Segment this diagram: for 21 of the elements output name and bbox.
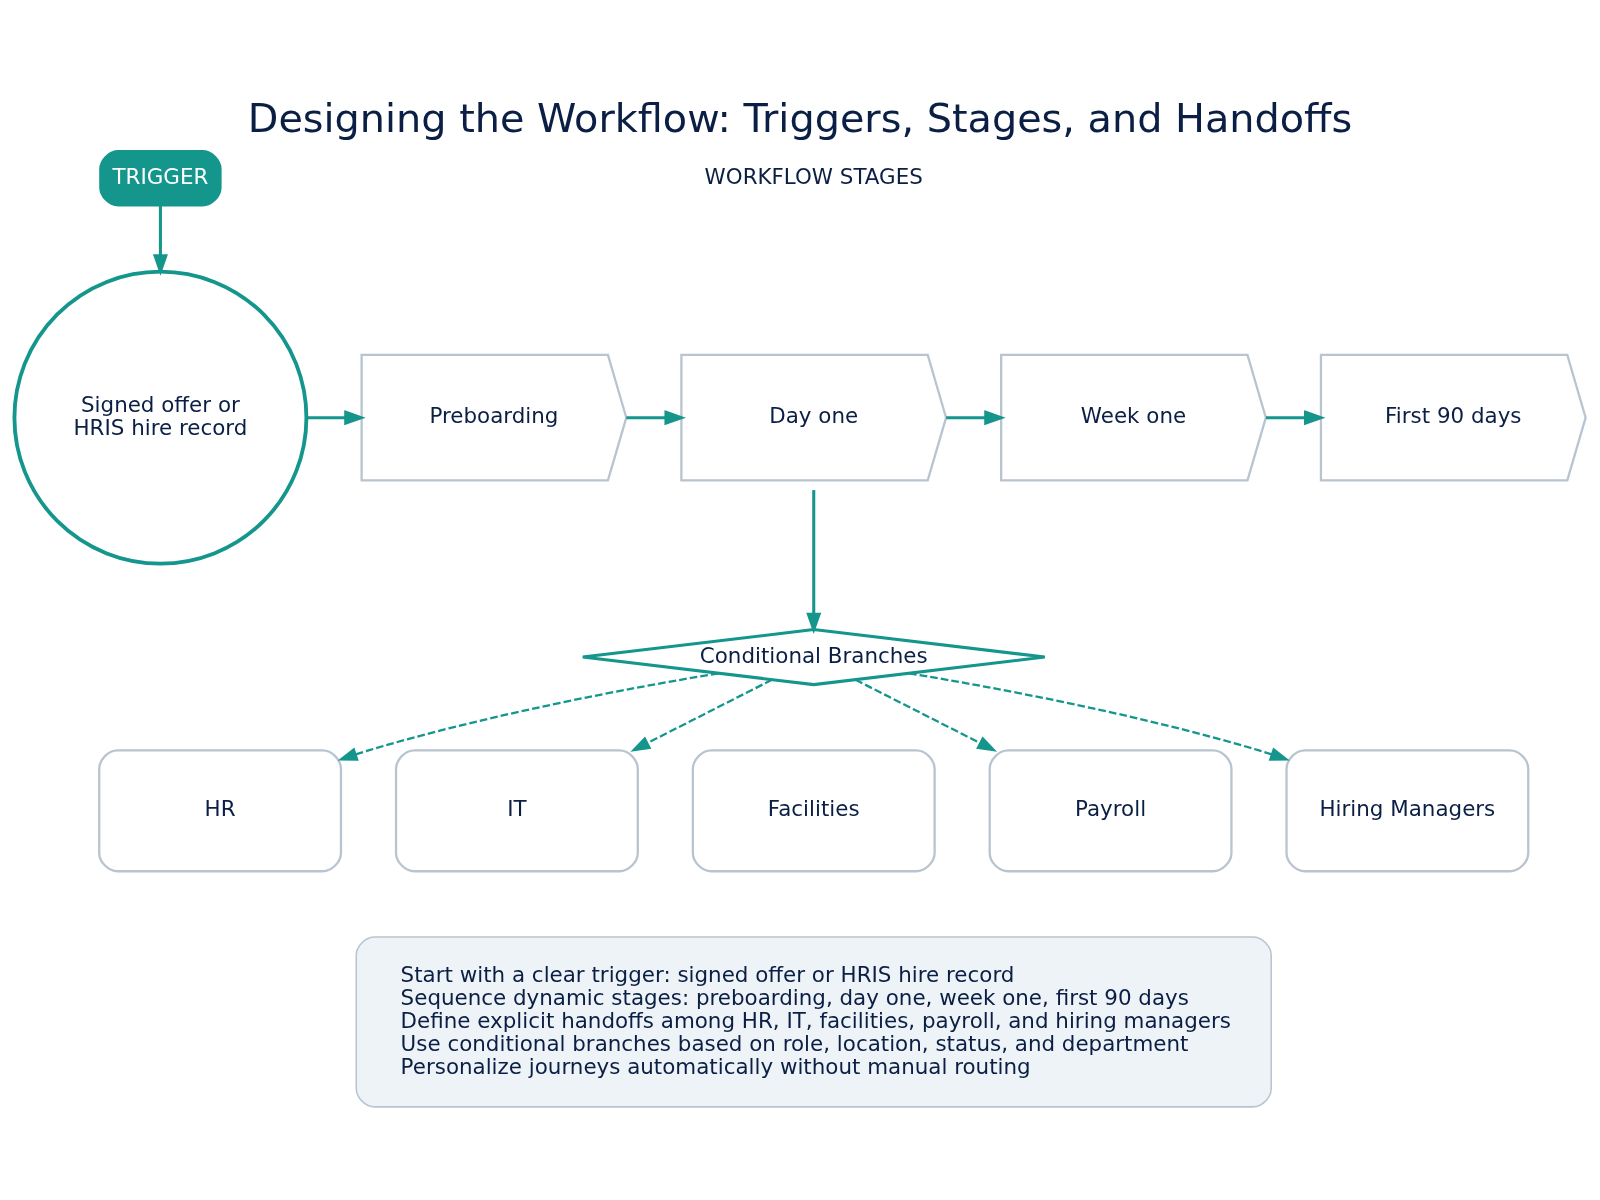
node-box: HR <box>98 748 343 872</box>
arrow <box>630 678 773 752</box>
node-circle: Signed offer or HRIS hire record <box>12 269 309 566</box>
arrow <box>307 409 366 425</box>
node-box: IT <box>394 748 639 872</box>
node-box: Facilities <box>691 748 936 872</box>
arrow <box>337 671 719 761</box>
arrow <box>152 205 168 276</box>
node-diamond: Conditional Branches <box>581 627 1047 686</box>
arrow <box>908 671 1290 761</box>
label: WORKFLOW STAGES <box>704 163 923 189</box>
arrow <box>855 678 998 752</box>
node-box: Hiring Managers <box>1285 748 1530 872</box>
arrow <box>626 409 686 425</box>
arrow <box>946 409 1006 425</box>
arrow <box>1265 409 1326 425</box>
diagram-title: Designing the Workflow: Triggers, Stages, and Handoffs <box>247 94 1353 141</box>
node-box: TRIGGER <box>99 149 222 207</box>
node-box: Payroll <box>988 748 1233 872</box>
arrow <box>806 489 822 634</box>
node-box: Start with a clear trigger: signed offer or HRIS hire record Sequence dynamic stages: preboarding, day one, week one, first 90 days Define explicit handoffs among HR, IT, facilities, payroll, and hiring managers Use conditional branches based on role, location, status, and department Personalize journeys automatically without manual routing <box>355 935 1272 1108</box>
